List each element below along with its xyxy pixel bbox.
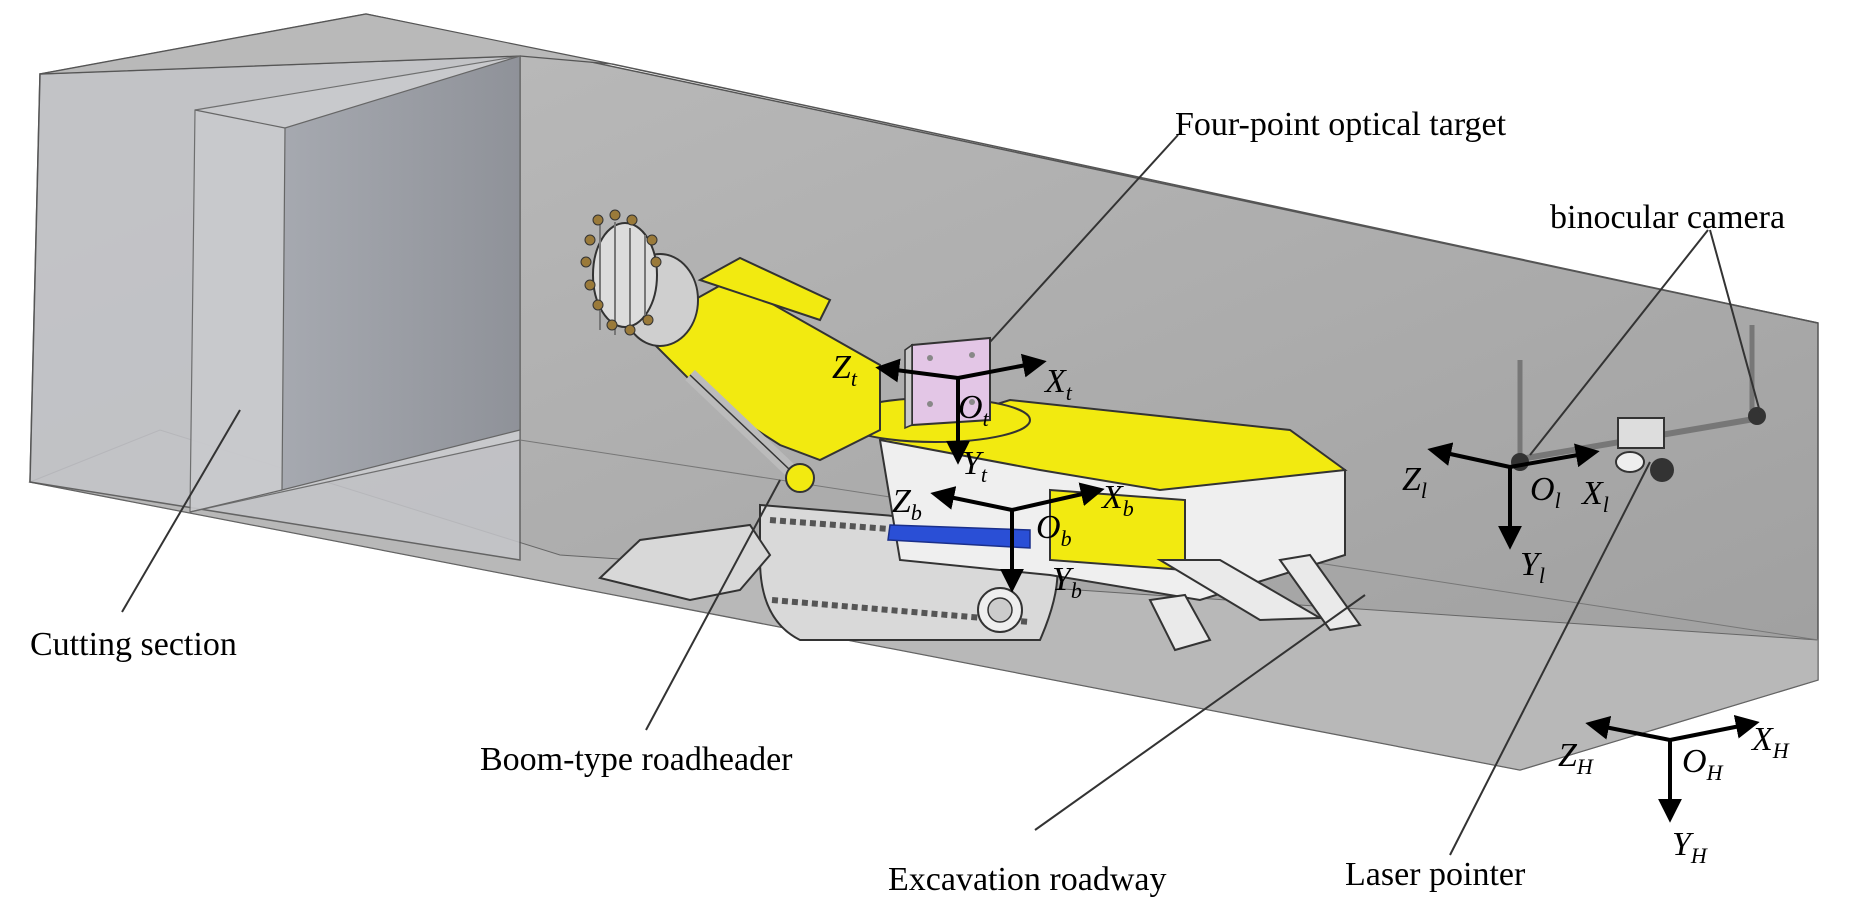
blue-plate — [887, 524, 1031, 549]
label-xh: XH — [1750, 721, 1790, 763]
label-zt: Zt — [832, 349, 858, 391]
label-excavation-roadway: Excavation roadway — [888, 861, 1167, 898]
label-boom-roadheader: Boom-type roadheader — [480, 741, 793, 778]
axis-zt-arrow — [875, 358, 959, 383]
axis-xt-arrow — [957, 353, 1047, 380]
axis-zh-arrow — [1585, 715, 1671, 742]
label-zb: Zb — [892, 483, 922, 525]
axis-xb-arrow — [1011, 482, 1105, 512]
cutting-section-top — [39, 13, 613, 75]
label-ot: Ot — [958, 389, 990, 431]
leader-binocular-camera-1 — [1529, 229, 1709, 456]
label-laser-pointer: Laser pointer — [1345, 856, 1526, 893]
four-point-optical-target — [904, 336, 991, 430]
leader-boom-roadheader — [645, 479, 781, 731]
loading-plate — [597, 523, 772, 602]
axis-zl-arrow — [1427, 442, 1511, 469]
leader-laser-pointer — [1449, 461, 1651, 856]
label-binocular-camera: binocular camera — [1550, 199, 1785, 236]
label-yb: Yb — [1052, 561, 1082, 603]
laser-pointer-device — [1615, 417, 1674, 482]
label-yl: Yl — [1520, 546, 1545, 588]
label-ol: Ol — [1530, 471, 1561, 513]
leader-cutting-section — [121, 409, 241, 613]
label-optical-target: Four-point optical target — [1175, 106, 1507, 143]
leader-optical-target — [989, 134, 1179, 343]
label-oh: OH — [1682, 743, 1724, 785]
label-xt: Xt — [1043, 363, 1073, 405]
label-zl: Zl — [1402, 461, 1427, 503]
label-yt: Yt — [962, 445, 988, 487]
leader-excavation-roadway — [1034, 594, 1366, 831]
label-xl: Xl — [1580, 475, 1609, 517]
cutting-face — [281, 55, 521, 491]
cutting-head — [580, 209, 699, 347]
label-cutting-section: Cutting section — [30, 626, 237, 663]
label-zh: ZH — [1558, 737, 1594, 779]
label-xb: Xb — [1100, 479, 1134, 521]
axis-zb-arrow — [930, 486, 1013, 512]
axis-xl-arrow — [1509, 443, 1600, 469]
leader-binocular-camera-2 — [1709, 229, 1761, 413]
label-yh: YH — [1672, 826, 1708, 868]
label-ob: Ob — [1036, 509, 1072, 551]
axis-xh-arrow — [1669, 714, 1760, 742]
